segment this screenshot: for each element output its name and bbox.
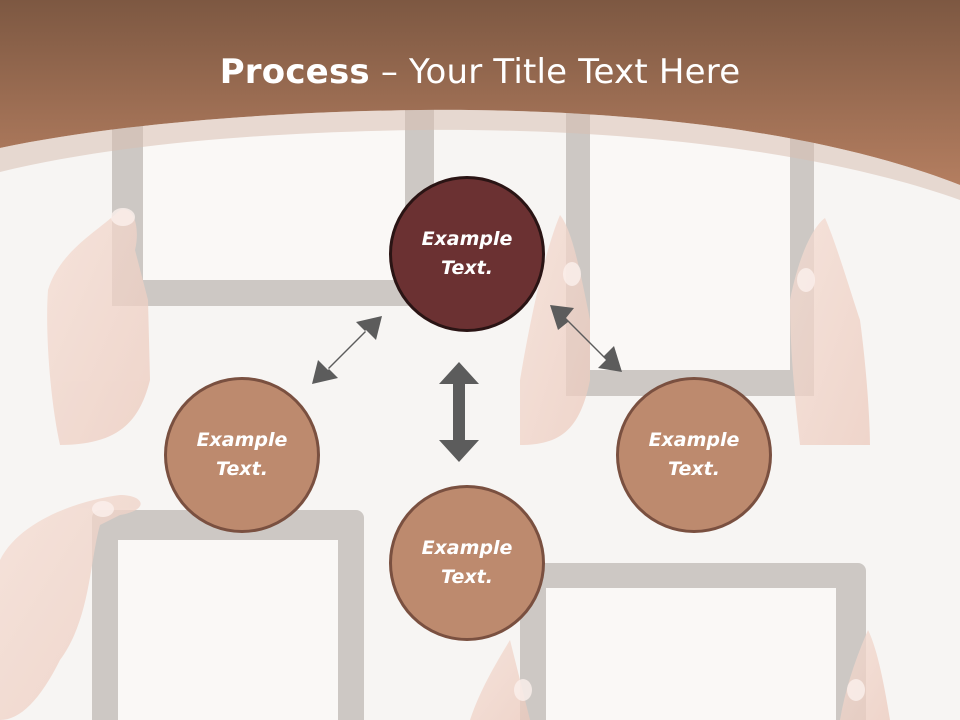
fingernail-illustration xyxy=(92,208,865,701)
node-bottom-line2: Text. xyxy=(441,566,493,588)
node-top-line1: Example xyxy=(421,228,513,250)
node-left-line1: Example xyxy=(196,429,288,451)
title-bold-word: Process xyxy=(219,52,370,92)
tablet-frame-bottom-left xyxy=(92,510,364,720)
node-bottom-line1: Example xyxy=(421,537,513,559)
tablet-frame-bottom-right xyxy=(520,563,866,720)
node-left-line2: Text. xyxy=(216,458,268,480)
title-rest: – Your Title Text Here xyxy=(369,52,741,92)
double-arrow-center xyxy=(439,362,479,462)
node-right-line2: Text. xyxy=(668,458,720,480)
double-arrow-left xyxy=(312,316,382,384)
header-wave-highlight xyxy=(0,109,960,200)
double-arrow-right xyxy=(550,305,622,372)
node-top-line2: Text. xyxy=(441,257,493,279)
page-title: Process – Your Title Text Here xyxy=(0,52,960,92)
header-band xyxy=(0,0,960,185)
node-right-line1: Example xyxy=(648,429,740,451)
